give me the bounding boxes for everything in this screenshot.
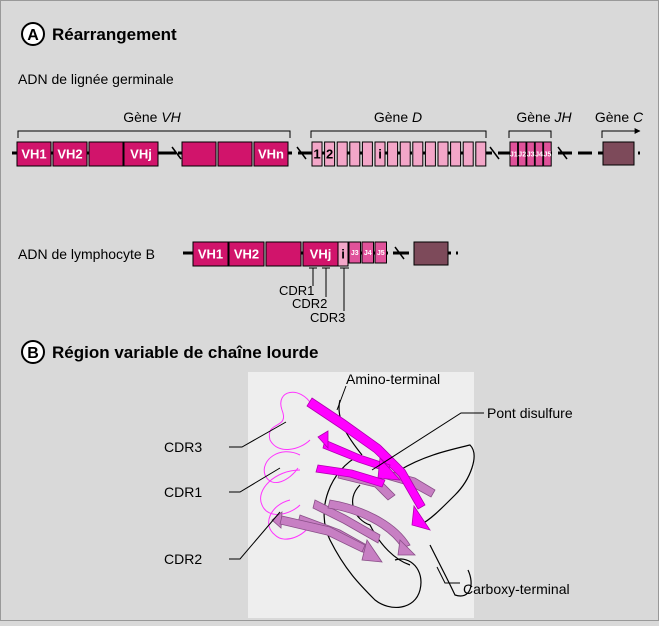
bcell-d-segment bbox=[337, 241, 349, 267]
jh-segment-label: J5 bbox=[544, 152, 552, 159]
leader-lines bbox=[229, 385, 484, 584]
bcell-j-segment bbox=[361, 241, 374, 264]
vh-segment-label: VHj bbox=[130, 147, 152, 162]
jh-segment-label: J3 bbox=[527, 152, 535, 159]
gene-vh-label: Gène VH bbox=[123, 109, 181, 125]
cdr-ticks bbox=[309, 267, 349, 311]
d-segment bbox=[437, 141, 449, 167]
vh-segment-label: VH1 bbox=[21, 147, 46, 162]
backbone-loops bbox=[323, 399, 475, 608]
d-segment bbox=[361, 141, 373, 167]
badge-a-letter: A bbox=[27, 27, 39, 44]
bcell-vh-segment bbox=[192, 241, 229, 267]
vh-segments: VH1 VH2 VHj VHn bbox=[16, 141, 289, 167]
gene-jh-label: Gène JH bbox=[516, 109, 572, 125]
jh-segment-label: J4 bbox=[535, 152, 543, 159]
jh-segment bbox=[526, 141, 535, 167]
bcell-vh-segment bbox=[265, 241, 302, 267]
d-segment bbox=[336, 141, 348, 167]
label-cdr3: CDR3 bbox=[164, 439, 202, 455]
bcell-j-segment-label: J4 bbox=[364, 250, 372, 257]
vh-segment bbox=[88, 141, 124, 167]
vh-segment bbox=[123, 141, 159, 167]
jh-segment bbox=[534, 141, 544, 167]
cdr3-tick-label: CDR3 bbox=[310, 310, 345, 325]
label-cdr2: CDR2 bbox=[164, 551, 202, 567]
d-segment bbox=[311, 141, 323, 167]
d-segment-label: i bbox=[378, 147, 382, 162]
c-segment bbox=[602, 141, 635, 166]
bcell-j-segment-label: J5 bbox=[377, 250, 385, 257]
section-a-title: Réarrangement bbox=[52, 25, 177, 44]
d-segment bbox=[475, 141, 487, 167]
bcell-j-segment-label: J3 bbox=[351, 250, 359, 257]
c-arrow bbox=[601, 128, 641, 138]
bcell-j-segment bbox=[348, 241, 361, 264]
germline-label: ADN de lignée germinale bbox=[18, 71, 174, 87]
label-pont-disulfure: Pont disulfure bbox=[487, 405, 573, 421]
jh-segment bbox=[509, 141, 519, 167]
jh-segment-label: J2 bbox=[518, 152, 526, 159]
d-segment bbox=[349, 141, 361, 167]
bcell-c-segment bbox=[413, 241, 449, 266]
section-b-title: Région variable de chaîne lourde bbox=[52, 343, 318, 362]
bcell-label: ADN de lymphocyte B bbox=[18, 246, 155, 262]
vh-bracket bbox=[17, 130, 291, 138]
label-amino-terminal: Amino-terminal bbox=[346, 371, 440, 387]
d-segment bbox=[324, 141, 336, 167]
bcell-vh-segment-label: VH2 bbox=[234, 247, 259, 262]
d-segment bbox=[450, 141, 462, 167]
beta-strands-magenta bbox=[306, 397, 431, 531]
d-bracket bbox=[310, 130, 487, 138]
gene-d-label: Gène D bbox=[374, 109, 422, 125]
label-carboxy-terminal: Carboxy-terminal bbox=[463, 581, 570, 597]
d-segment bbox=[412, 141, 424, 167]
jh-segment bbox=[517, 141, 527, 167]
badge-a: A bbox=[21, 22, 45, 46]
vh-segment-label: VH2 bbox=[57, 147, 82, 162]
label-cdr1: CDR1 bbox=[164, 484, 202, 500]
d-segment bbox=[399, 141, 411, 167]
bcell-vh-segment-label: VHj bbox=[310, 247, 332, 262]
vh-segment-label: VHn bbox=[258, 147, 284, 162]
cdr-loops bbox=[260, 391, 313, 540]
d-segment-label: 1 bbox=[313, 147, 320, 162]
bcell-vh-segment-label: VH1 bbox=[198, 247, 223, 262]
d-segment bbox=[374, 141, 386, 167]
bcell-d-segment-label: i bbox=[341, 247, 345, 262]
cdr1-tick-label: CDR1 bbox=[279, 283, 314, 298]
jh-segment-label: J1 bbox=[510, 152, 518, 159]
jh-segment bbox=[543, 141, 552, 167]
structure-panel bbox=[248, 372, 474, 618]
jh-bracket bbox=[508, 130, 552, 138]
vh-segment bbox=[52, 141, 88, 167]
bcell-vh-segment bbox=[228, 241, 265, 267]
gene-c-label: Gène C bbox=[595, 109, 644, 125]
badge-b: B bbox=[21, 340, 45, 364]
d-segment-label: 2 bbox=[326, 147, 333, 162]
vh-segment bbox=[16, 141, 52, 167]
vh-segment bbox=[253, 141, 289, 167]
d-segment bbox=[424, 141, 436, 167]
d-segment bbox=[387, 141, 399, 167]
d-segment bbox=[462, 141, 474, 167]
vh-segment bbox=[181, 141, 217, 167]
vh-segment bbox=[217, 141, 253, 167]
cdr2-tick-label: CDR2 bbox=[292, 296, 327, 311]
bcell-j-segment bbox=[374, 241, 387, 264]
badge-b-letter: B bbox=[27, 345, 39, 362]
